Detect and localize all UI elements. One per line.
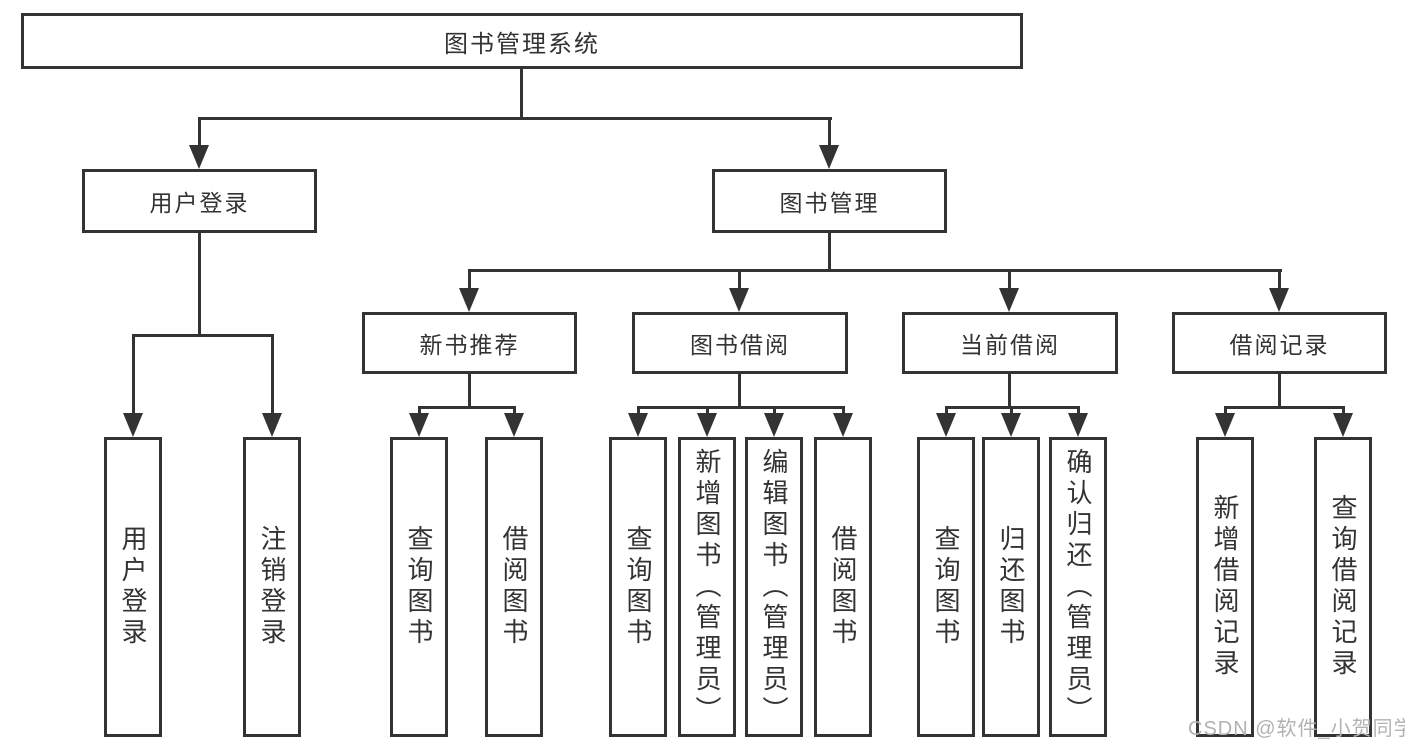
node-label: 查询借阅记录 [1328, 494, 1358, 680]
node-book-borrowing: 图书借阅 [632, 312, 848, 374]
node-label: 图书借阅 [690, 332, 790, 358]
arrow-down-icon [1333, 413, 1353, 437]
node-leaf-current-query-books: 查询图书 [917, 437, 975, 737]
connector-line [1010, 406, 1013, 416]
connector-line [513, 406, 516, 416]
node-new-book-recommend: 新书推荐 [362, 312, 577, 374]
connector-line [945, 406, 948, 416]
arrow-down-icon [1215, 413, 1235, 437]
node-current-borrowing: 当前借阅 [902, 312, 1118, 374]
node-label: 图书管理 [779, 190, 880, 216]
connector-line [468, 374, 471, 409]
arrow-down-icon [729, 288, 749, 312]
connector-line [706, 406, 709, 416]
arrow-down-icon [262, 413, 282, 437]
node-label: 查询图书 [404, 525, 434, 649]
connector-line [418, 406, 516, 409]
node-library-management-system: 图书管理系统 [21, 13, 1023, 69]
connector-line [1224, 406, 1345, 409]
node-leaf-return-books: 归还图书 [982, 437, 1040, 737]
connector-line [468, 269, 471, 290]
node-label: 借阅记录 [1229, 332, 1330, 358]
node-label: 借阅图书 [828, 525, 858, 649]
connector-line [773, 406, 776, 416]
connector-line [1278, 269, 1281, 290]
node-leaf-add-borrow-record: 新增借阅记录 [1196, 437, 1254, 737]
connector-line [1342, 406, 1345, 416]
node-label: 查询图书 [931, 525, 961, 649]
arrow-down-icon [1001, 413, 1021, 437]
connector-line [842, 406, 845, 416]
connector-line [1008, 269, 1011, 290]
node-leaf-add-books-admin: 新增图书（管理员） [678, 437, 736, 737]
connector-line [738, 374, 741, 409]
node-label: 编辑图书（管理员） [759, 447, 789, 727]
node-borrowing-records: 借阅记录 [1172, 312, 1387, 374]
arrow-down-icon [1269, 288, 1289, 312]
arrow-down-icon [999, 288, 1019, 312]
node-label: 归还图书 [996, 525, 1026, 649]
node-label: 当前借阅 [960, 332, 1060, 358]
node-leaf-recommend-borrow-books: 借阅图书 [485, 437, 543, 737]
connector-line [198, 233, 201, 337]
node-label: 查询图书 [623, 525, 653, 649]
connector-line [828, 117, 831, 149]
node-label: 用户登录 [149, 190, 250, 216]
node-label: 图书管理系统 [444, 30, 600, 58]
arrow-down-icon [1068, 413, 1088, 437]
node-book-management: 图书管理 [712, 169, 947, 233]
node-label: 注销登录 [257, 525, 287, 649]
connector-line [637, 406, 640, 416]
node-leaf-borrowing-query-books: 查询图书 [609, 437, 667, 737]
node-leaf-user-login: 用户登录 [104, 437, 162, 737]
node-label: 确认归还（管理员） [1063, 447, 1093, 727]
connector-line [828, 233, 831, 272]
connector-line [271, 334, 274, 416]
node-leaf-edit-books-admin: 编辑图书（管理员） [745, 437, 803, 737]
arrow-down-icon [628, 413, 648, 437]
arrow-down-icon [409, 413, 429, 437]
connector-line [198, 117, 832, 120]
arrow-down-icon [764, 413, 784, 437]
connector-line [418, 406, 421, 416]
node-label: 新增借阅记录 [1210, 494, 1240, 680]
connector-line [637, 406, 845, 409]
connector-line [1008, 374, 1011, 409]
arrow-down-icon [459, 288, 479, 312]
watermark: CSDN @软件_小贺同学 [1188, 718, 1405, 740]
node-label: 新书推荐 [419, 332, 520, 358]
arrow-down-icon [819, 145, 839, 169]
connector-line [1224, 406, 1227, 416]
connector-line [1278, 374, 1281, 409]
node-label: 新增图书（管理员） [692, 447, 722, 727]
node-leaf-confirm-return-admin: 确认归还（管理员） [1049, 437, 1107, 737]
node-leaf-logout: 注销登录 [243, 437, 301, 737]
node-user-login: 用户登录 [82, 169, 317, 233]
arrow-down-icon [504, 413, 524, 437]
connector-line [738, 269, 741, 290]
node-label: 用户登录 [118, 525, 148, 649]
arrow-down-icon [833, 413, 853, 437]
connector-line [1077, 406, 1080, 416]
connector-line [132, 334, 135, 416]
node-leaf-query-borrow-record: 查询借阅记录 [1314, 437, 1372, 737]
arrow-down-icon [697, 413, 717, 437]
connector-line [520, 69, 523, 120]
connector-line [468, 269, 1282, 272]
arrow-down-icon [189, 145, 209, 169]
node-leaf-borrow-books: 借阅图书 [814, 437, 872, 737]
arrow-down-icon [123, 413, 143, 437]
connector-line [132, 334, 274, 337]
node-leaf-recommend-query-books: 查询图书 [390, 437, 448, 737]
arrow-down-icon [936, 413, 956, 437]
connector-line [198, 117, 201, 149]
node-label: 借阅图书 [499, 525, 529, 649]
